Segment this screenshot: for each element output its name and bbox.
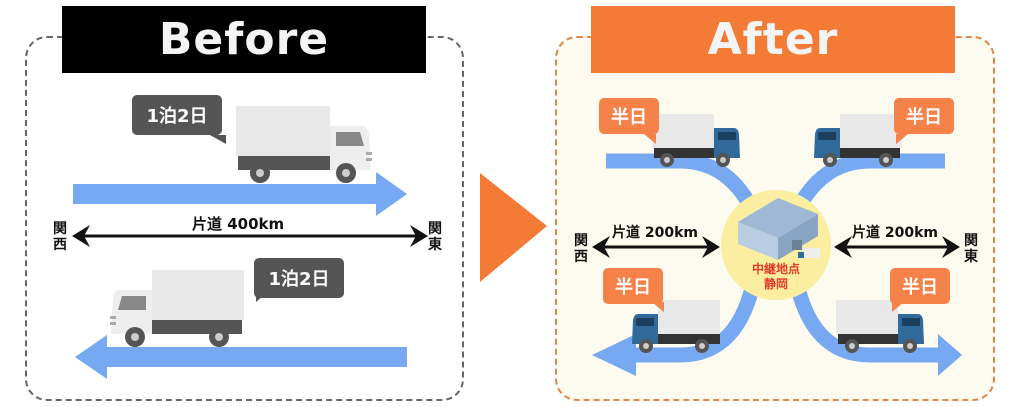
destination-label: 関東 — [428, 221, 442, 253]
destination-label: 関東 — [964, 233, 978, 265]
truck-icon — [652, 114, 740, 167]
distance-arrow — [72, 225, 428, 247]
before-title: Before — [62, 6, 426, 73]
half-day-badge: 半日 — [599, 98, 659, 134]
half-day-badge: 半日 — [890, 268, 950, 304]
after-title: After — [591, 6, 955, 73]
warehouse-icon — [738, 198, 820, 260]
road-arrow-left — [75, 335, 407, 379]
truck-icon — [236, 106, 372, 183]
hub-label: 中継地点 静岡 — [736, 262, 816, 292]
road-arrow-right — [938, 334, 962, 376]
distance-label-right: 片道 200km — [852, 225, 938, 241]
truck-icon — [836, 300, 924, 353]
trip-duration-badge: 1泊2日 — [132, 95, 222, 135]
before-diagram — [72, 106, 428, 379]
trip-duration-badge: 1泊2日 — [254, 258, 344, 298]
origin-label: 関西 — [574, 233, 588, 265]
distance-arrow — [592, 236, 720, 258]
road-arrow-right — [73, 172, 407, 216]
origin-label: 関西 — [53, 221, 67, 253]
bubble-tail — [644, 134, 656, 144]
truck-icon — [632, 300, 720, 353]
bubble-tail — [210, 135, 226, 144]
hub-label-line1: 中継地点 — [751, 262, 800, 276]
road-arrow-left — [592, 334, 636, 376]
bubble-tail — [892, 302, 904, 312]
transition-arrow-icon — [480, 173, 547, 282]
distance-label: 片道 400km — [192, 215, 285, 233]
hub-label-line2: 静岡 — [763, 277, 788, 291]
half-day-badge: 半日 — [894, 98, 954, 134]
truck-icon — [110, 270, 244, 347]
bubble-tail — [652, 302, 664, 312]
distance-arrow — [834, 236, 960, 258]
distance-label-left: 片道 200km — [612, 225, 698, 241]
half-day-badge: 半日 — [603, 268, 663, 304]
bubble-tail — [896, 134, 908, 144]
after-diagram — [592, 114, 962, 376]
truck-icon — [814, 114, 902, 167]
